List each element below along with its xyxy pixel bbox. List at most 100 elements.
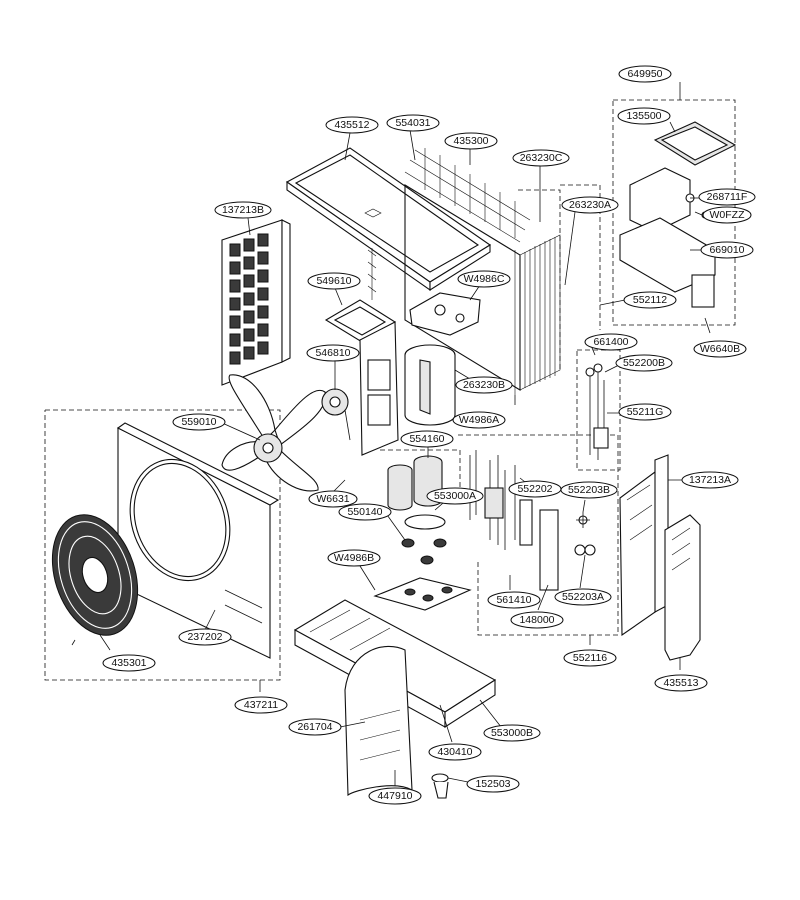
callout-661400: 661400 <box>584 333 638 351</box>
svg-text:669010: 669010 <box>709 244 744 256</box>
callout-554031: 554031 <box>386 114 440 132</box>
callout-549610: 549610 <box>307 272 361 290</box>
compressor-jacket-263230B <box>404 344 456 426</box>
callout-W4986C: W4986C <box>457 270 511 288</box>
callout-55211G: 55211G <box>618 403 672 421</box>
callout-263230A: 263230A <box>561 196 619 214</box>
svg-text:137213B: 137213B <box>222 204 264 216</box>
condenser-coil-554031 <box>404 184 561 395</box>
dampers-550140 <box>401 538 447 565</box>
fan-blade-559010 <box>221 374 326 492</box>
valves-552203 <box>574 512 596 556</box>
svg-text:435512: 435512 <box>334 119 369 131</box>
partition-546810 <box>359 321 399 456</box>
callout-137213A: 137213A <box>681 471 739 489</box>
svg-text:W6631: W6631 <box>316 493 349 505</box>
side-panel-137213A <box>619 454 669 637</box>
callout-263230C: 263230C <box>512 149 570 167</box>
callout-435301: 435301 <box>102 654 156 672</box>
handle-cover-435513 <box>664 514 701 661</box>
svg-text:553000A: 553000A <box>434 490 476 502</box>
svg-text:148000: 148000 <box>519 614 554 626</box>
callout-435512: 435512 <box>325 116 379 134</box>
callout-435513: 435513 <box>654 674 708 692</box>
svg-text:447910: 447910 <box>377 790 412 802</box>
svg-text:137213A: 137213A <box>689 474 731 486</box>
callout-552116: 552116 <box>563 649 617 667</box>
callout-W6631: W6631 <box>308 490 358 508</box>
callout-135500: 135500 <box>617 107 671 125</box>
svg-text:552200B: 552200B <box>623 357 665 369</box>
svg-text:430410: 430410 <box>437 746 472 758</box>
svg-text:55211G: 55211G <box>627 406 664 418</box>
svg-text:552112: 552112 <box>633 294 667 306</box>
svg-text:W4986A: W4986A <box>459 414 499 426</box>
rear-panel-447910 <box>344 645 413 797</box>
svg-text:552202: 552202 <box>517 483 552 495</box>
callout-435300: 435300 <box>444 132 498 150</box>
svg-text:435301: 435301 <box>111 657 146 669</box>
piping-552202 <box>469 450 559 591</box>
svg-text:W4986B: W4986B <box>334 552 374 564</box>
svg-text:559010: 559010 <box>181 416 216 428</box>
svg-text:135500: 135500 <box>626 110 661 122</box>
svg-text:W4986C: W4986C <box>464 273 505 285</box>
callout-237202: 237202 <box>178 628 232 646</box>
svg-text:552116: 552116 <box>573 652 607 664</box>
callout-268711F: 268711F <box>698 188 756 206</box>
svg-text:554160: 554160 <box>409 433 444 445</box>
callout-261704: 261704 <box>288 718 342 736</box>
insulation-W4986B <box>373 577 472 611</box>
svg-text:661400: 661400 <box>593 336 628 348</box>
svg-text:649950: 649950 <box>627 68 662 80</box>
drain-152503 <box>431 773 449 799</box>
callout-559010: 559010 <box>172 413 226 431</box>
svg-text:554031: 554031 <box>395 117 430 129</box>
svg-text:261704: 261704 <box>297 721 332 733</box>
svg-text:W6640B: W6640B <box>700 343 740 355</box>
callout-263230B: 263230B <box>455 376 513 394</box>
svg-text:437211: 437211 <box>244 699 278 711</box>
callout-553000A: 553000A <box>426 487 484 505</box>
svg-text:263230C: 263230C <box>520 152 563 164</box>
fan-motor <box>321 388 351 441</box>
callout-553000B: 553000B <box>483 724 541 742</box>
callout-669010: 669010 <box>700 241 754 259</box>
insulation-W4986C <box>409 292 481 336</box>
svg-text:553000B: 553000B <box>491 727 533 739</box>
svg-text:435513: 435513 <box>663 677 698 689</box>
callout-554160: 554160 <box>400 430 454 448</box>
side-grille-137213B <box>221 219 291 386</box>
svg-text:546810: 546810 <box>315 347 350 359</box>
grille-cells <box>229 233 269 365</box>
svg-text:549610: 549610 <box>316 275 351 287</box>
callout-552200B: 552200B <box>615 354 673 372</box>
callout-437211: 437211 <box>234 696 288 714</box>
svg-text:552203A: 552203A <box>562 591 604 603</box>
callout-W6640B: W6640B <box>693 340 747 358</box>
svg-text:268711F: 268711F <box>707 191 748 203</box>
callout-148000: 148000 <box>510 611 564 629</box>
rear-grille-435300 <box>404 148 531 243</box>
callout-550140: 550140 <box>338 503 392 521</box>
callout-552203B: 552203B <box>560 481 618 499</box>
svg-text:550140: 550140 <box>347 506 382 518</box>
callout-552203A: 552203A <box>554 588 612 606</box>
svg-text:263230B: 263230B <box>463 379 505 391</box>
compressor-554160 <box>387 455 446 530</box>
valve-assembly-55211G <box>585 363 609 460</box>
callout-552112: 552112 <box>623 291 677 309</box>
fan-guard-435301 <box>51 514 139 646</box>
callout-561410: 561410 <box>487 591 541 609</box>
svg-text:435300: 435300 <box>453 135 488 147</box>
svg-text:237202: 237202 <box>187 631 222 643</box>
svg-text:W0FZZ: W0FZZ <box>710 209 746 221</box>
callout-W0FZZ: W0FZZ <box>702 206 752 224</box>
callout-152503: 152503 <box>466 775 520 793</box>
svg-text:263230A: 263230A <box>569 199 611 211</box>
callout-W4986A: W4986A <box>452 411 506 429</box>
top-cover-435512 <box>285 147 492 292</box>
callout-649950: 649950 <box>618 65 672 83</box>
front-panel-237202 <box>116 422 280 659</box>
